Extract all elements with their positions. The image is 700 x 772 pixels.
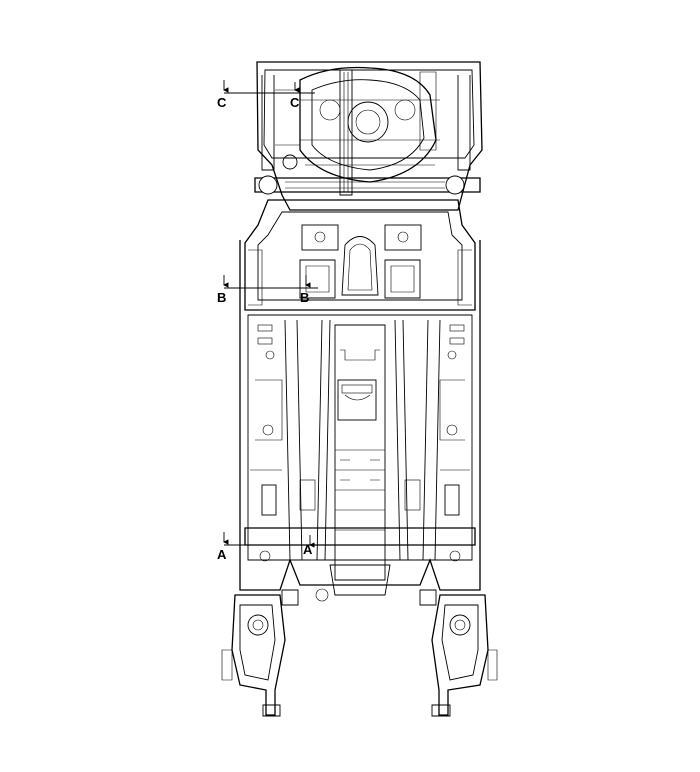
section-marker-b: B B	[217, 275, 318, 305]
section-a-left-label: A	[217, 547, 227, 562]
section-marker-c: C C	[217, 80, 315, 110]
center-floor-section	[244, 199, 476, 311]
section-b-right-label: B	[300, 290, 309, 305]
section-a-right-label: A	[303, 542, 313, 557]
rear-floor-section	[254, 61, 483, 211]
front-floor-section	[239, 240, 481, 602]
section-c-left-label: C	[217, 95, 227, 110]
section-marker-a: A A	[217, 532, 318, 562]
front-rail-section	[221, 589, 498, 717]
section-c-right-label: C	[290, 95, 300, 110]
section-b-left-label: B	[217, 290, 226, 305]
